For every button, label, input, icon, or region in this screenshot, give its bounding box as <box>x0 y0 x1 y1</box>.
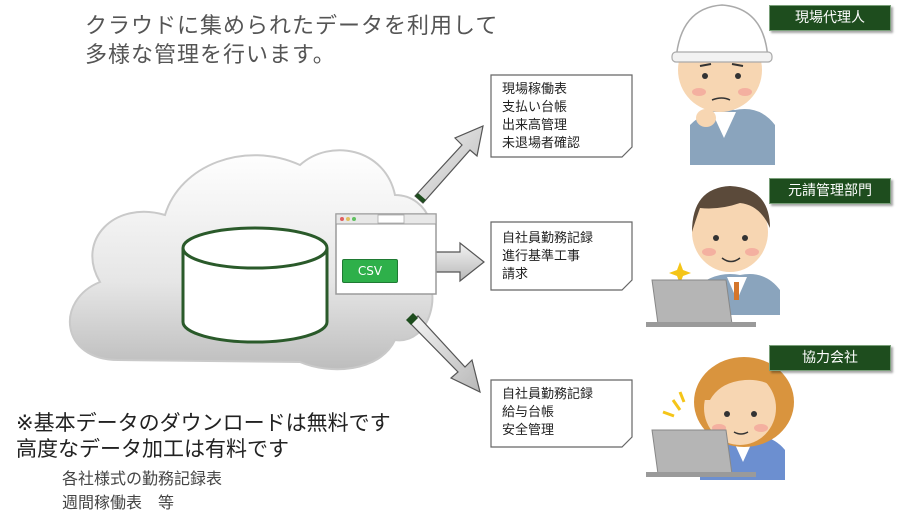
document-page-1 <box>490 74 633 158</box>
site-manager-person-icon <box>671 4 775 165</box>
document-3-line: 安全管理 <box>502 423 555 438</box>
document-page-2 <box>490 221 633 291</box>
pricing-note-line-1: ※基本データのダウンロードは無料です <box>16 411 391 435</box>
woman-laptop-icon <box>646 357 794 480</box>
document-text-1: 現場稼働表 支払い台帳 出来高管理 未退場者確認 <box>502 81 580 153</box>
pricing-note-line-2: 高度なデータ加工は有料です <box>16 437 289 461</box>
pricing-note-example-1: 各社様式の勤務記録表 <box>62 469 223 488</box>
role-label-site-manager: 現場代理人 <box>769 5 891 31</box>
document-1-line: 現場稼働表 <box>502 82 568 97</box>
document-1-line: 出来高管理 <box>502 118 568 133</box>
document-1-line: 支払い台帳 <box>502 100 568 115</box>
arrow-down-right-icon <box>406 313 481 394</box>
pricing-note-examples: 各社様式の勤務記録表 週間稼働表 等 <box>62 467 222 515</box>
arrow-up-right-icon <box>414 124 484 204</box>
headline-line-1: クラウドに集められたデータを利用して <box>85 14 499 39</box>
document-1-line: 未退場者確認 <box>502 136 581 151</box>
document-2-line: 請求 <box>502 267 529 282</box>
document-3-line: 自社員勤務記録 <box>502 387 594 402</box>
document-2-line: 自社員勤務記録 <box>502 231 594 246</box>
office-worker-laptop-icon <box>646 186 780 327</box>
role-label-head-office: 元請管理部門 <box>769 178 891 204</box>
role-label-partner-company: 協力会社 <box>769 345 891 371</box>
pricing-note-example-2: 週間稼働表 等 <box>62 493 175 512</box>
document-3-line: 給与台帳 <box>502 405 555 420</box>
document-text-2: 自社員勤務記録 進行基準工事 請求 <box>502 230 593 284</box>
pricing-note: ※基本データのダウンロードは無料です 高度なデータ加工は有料です <box>16 410 391 462</box>
document-text-3: 自社員勤務記録 給与台帳 安全管理 <box>502 386 593 440</box>
csv-download-button[interactable]: CSV <box>342 259 398 283</box>
document-page-3 <box>490 379 633 448</box>
headline: クラウドに集められたデータを利用して 多様な管理を行います。 <box>85 12 498 70</box>
headline-line-2: 多様な管理を行います。 <box>85 43 336 68</box>
database-cylinder-icon <box>181 226 329 344</box>
document-2-line: 進行基準工事 <box>502 249 581 264</box>
